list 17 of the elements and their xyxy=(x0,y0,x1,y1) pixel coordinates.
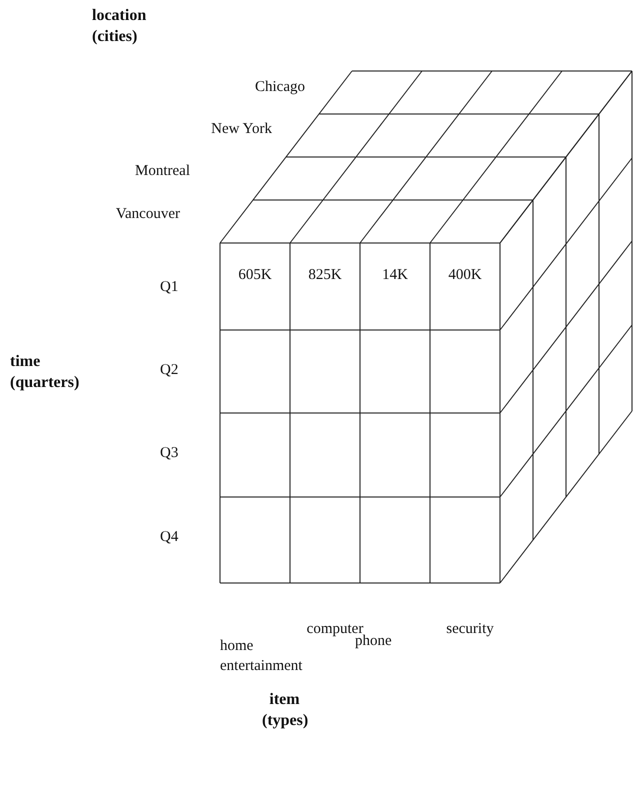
dimension-member-label: Q3 xyxy=(160,444,180,463)
cell-value: 400K xyxy=(447,266,483,285)
dimension-member-label: Montreal xyxy=(134,162,190,181)
dimension-member-label: Q2 xyxy=(160,361,180,380)
dimension-member-label: Chicago xyxy=(254,78,305,97)
dimension-member-label: New York xyxy=(210,120,272,139)
dimension-member-label: Vancouver xyxy=(114,205,180,224)
axis-title: time (quarters) xyxy=(10,352,80,393)
dimension-member-label: Q4 xyxy=(160,528,180,547)
cell-value: 825K xyxy=(307,266,343,285)
dimension-member-label: security xyxy=(445,620,495,639)
cell-value: 605K xyxy=(237,266,273,285)
cell-value: 14K xyxy=(381,266,409,285)
axis-title: location (cities) xyxy=(92,6,148,47)
dimension-member-label: Q1 xyxy=(160,278,180,297)
dimension-member-label: home entertainment xyxy=(220,637,304,676)
axis-title: item (types) xyxy=(262,690,307,731)
